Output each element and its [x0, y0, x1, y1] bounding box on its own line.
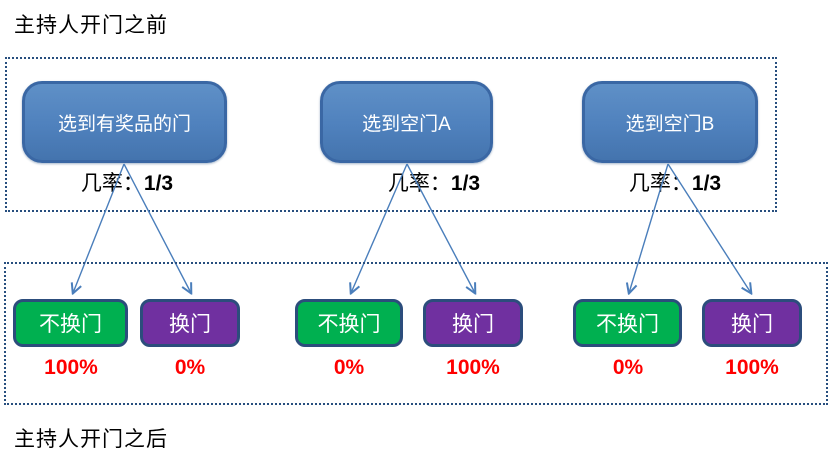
outcome-node-stay: 不换门	[13, 299, 128, 347]
outcome-node-switch: 换门	[702, 299, 802, 347]
choice-node-empty-door-b: 选到空门B	[582, 81, 758, 163]
win-percent-stay: 0%	[612, 356, 644, 379]
probability-label-prize-door: 几率：1/3	[37, 167, 217, 195]
stage-title-after: 主持人开门之后	[14, 427, 168, 451]
probability-label-empty-door-a: 几率：1/3	[344, 167, 524, 195]
probability-prefix: 几率：	[628, 171, 692, 195]
choice-node-empty-door-a: 选到空门A	[320, 81, 493, 163]
win-percent-stay: 100%	[44, 356, 98, 379]
win-percent-switch: 100%	[446, 356, 500, 379]
win-percent-switch: 100%	[725, 356, 779, 379]
win-percent-stay: 0%	[333, 356, 365, 379]
outcome-node-switch: 换门	[423, 299, 523, 347]
stage-box-after	[4, 262, 828, 405]
probability-value: 1/3	[691, 172, 722, 195]
probability-value: 1/3	[450, 172, 481, 195]
outcome-node-stay: 不换门	[295, 299, 403, 347]
probability-prefix: 几率：	[80, 171, 144, 195]
choice-node-prize-door: 选到有奖品的门	[22, 81, 227, 163]
win-percent-switch: 0%	[174, 356, 206, 379]
outcome-node-switch: 换门	[140, 299, 240, 347]
probability-prefix: 几率：	[387, 171, 451, 195]
probability-label-empty-door-b: 几率：1/3	[585, 167, 765, 195]
outcome-node-stay: 不换门	[573, 299, 682, 347]
stage-title-before: 主持人开门之前	[14, 13, 168, 37]
probability-value: 1/3	[143, 172, 174, 195]
